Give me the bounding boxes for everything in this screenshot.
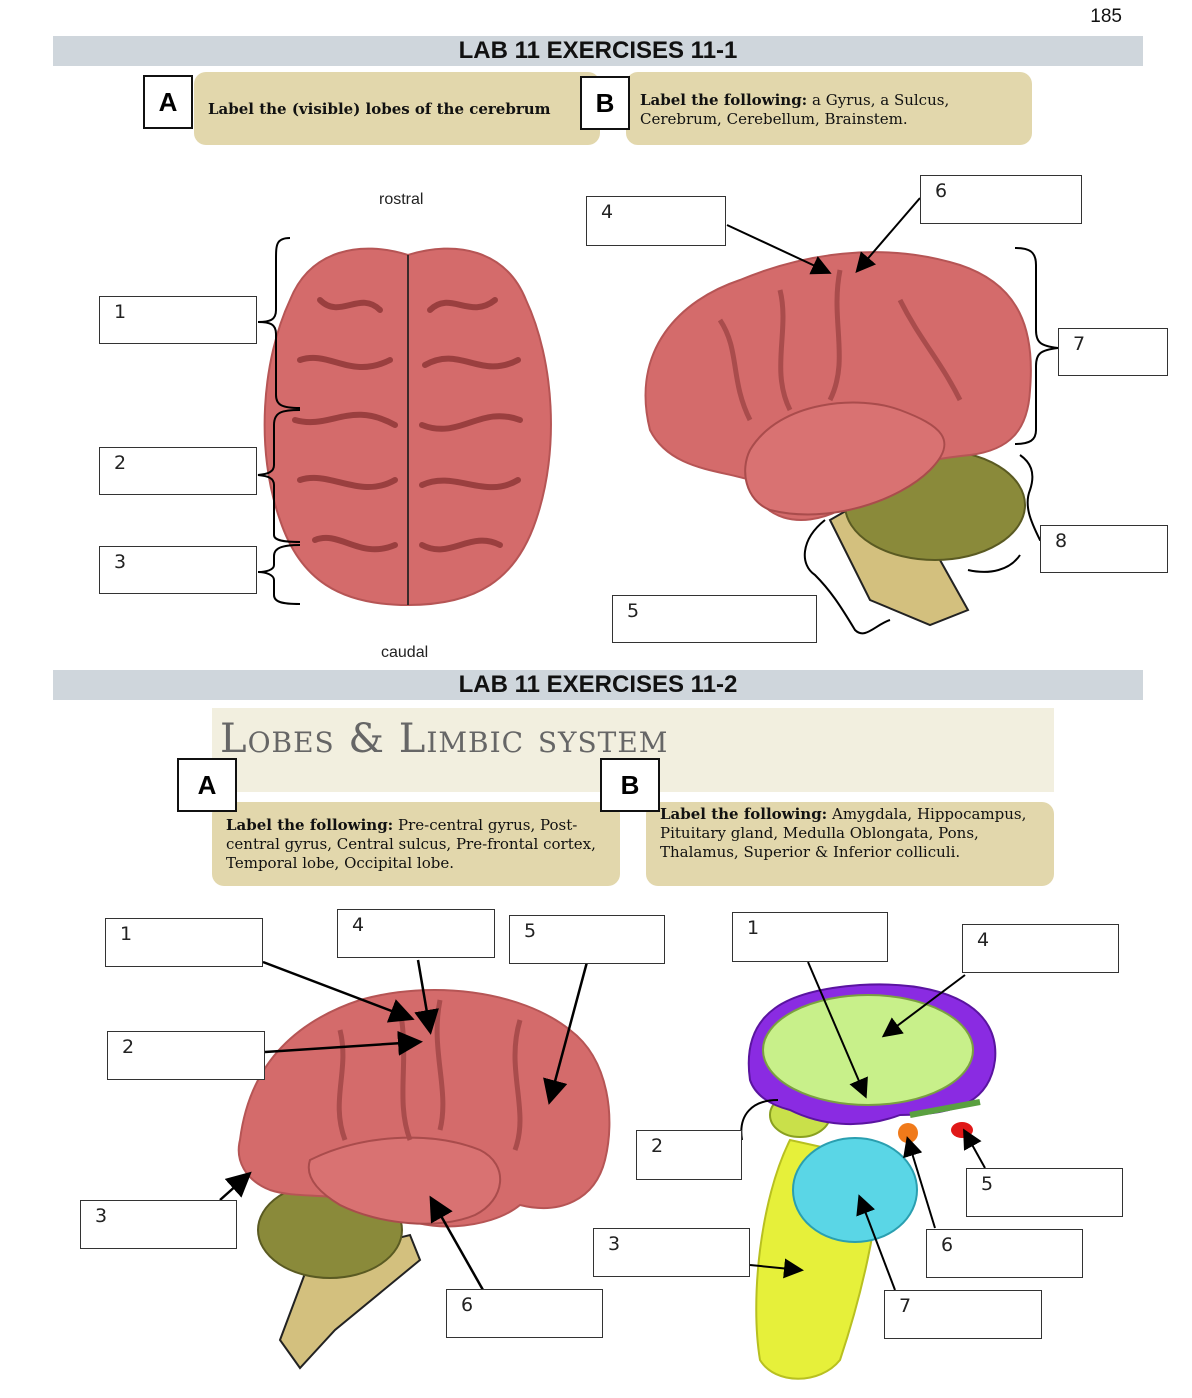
label-box-2a-2[interactable]: 2 [107,1031,265,1080]
label-box-1a-1[interactable]: 1 [99,296,257,344]
label-box-1b-6[interactable]: 6 [920,175,1082,224]
section-2-banner: LAB 11 EXERCISES 11-2 [53,670,1143,700]
part-b-instruction-2: Label the following: Amygdala, Hippocamp… [660,805,1040,862]
section-2-title: Lobes & Limbic system [220,716,669,762]
label-box-1a-2[interactable]: 2 [99,447,257,495]
part-b-instruction-box-1 [626,72,1032,145]
section-1-banner-text: LAB 11 EXERCISES 11-1 [458,37,738,64]
part-a-instruction-2-text: Pre-central gyrus, Post-central gyrus, C… [226,816,596,872]
brain-1-brackets [803,247,1059,635]
label-box-2a-1[interactable]: 1 [105,918,263,967]
part-b-instruction-1-text: a Gyrus, a Sulcus, Cerebrum, Cerebellum,… [640,91,950,128]
part-a-instruction-2-bold: Label the following: [226,816,394,834]
part-a-instruction-2: Label the following: Pre-central gyrus, … [226,816,606,873]
lobe-brackets [257,237,301,605]
part-a-instruction-1: Label the (visible) lobes of the cerebru… [208,100,551,118]
label-box-2b-4[interactable]: 4 [962,924,1119,973]
label-box-2b-3[interactable]: 3 [593,1228,750,1277]
brain-superior-view [263,247,552,607]
part-b-instruction-1-bold: Label the following: [640,91,808,109]
label-box-1b-4[interactable]: 4 [586,196,726,246]
part-b-instruction-box-2 [646,802,1054,886]
section-1-banner: LAB 11 EXERCISES 11-1 [53,36,1143,66]
part-a-letter-2: A [177,758,237,812]
label-box-2b-1[interactable]: 1 [732,912,888,962]
limbic-system-diagram [747,983,997,1380]
label-box-1b-5[interactable]: 5 [612,595,817,643]
label-box-2a-5[interactable]: 5 [509,915,665,964]
part-b-instruction-2-bold: Label the following: [660,805,828,823]
rostral-label: rostral [379,191,424,208]
brain-2-arrows [219,959,589,1291]
part-b-letter-1: B [580,76,630,130]
limbic-arrows [749,961,986,1291]
label-box-2b-2[interactable]: 2 [636,1130,742,1180]
part-a-instruction-box-2 [212,802,620,886]
label-box-2b-6[interactable]: 6 [926,1229,1083,1278]
part-b-letter-2: B [600,758,660,812]
caudal-label: caudal [381,644,429,661]
label-box-1a-3[interactable]: 3 [99,546,257,594]
brain-lateral-view-1 [644,251,1032,627]
part-a-letter-1: A [143,75,193,129]
label-box-1b-7[interactable]: 7 [1058,328,1168,376]
label-box-1b-8[interactable]: 8 [1040,525,1168,573]
part-b-instruction-1: Label the following: a Gyrus, a Sulcus, … [640,91,1020,129]
page-number: 185 [1090,6,1122,27]
label-box-2a-4[interactable]: 4 [337,909,495,958]
brain-1-arrows [726,197,921,275]
section-2-banner-text: LAB 11 EXERCISES 11-2 [458,671,738,698]
part-a-instruction-box-1 [194,72,600,145]
label-box-2b-5[interactable]: 5 [966,1168,1123,1217]
label-box-2a-6[interactable]: 6 [446,1289,603,1338]
label-box-2b-7[interactable]: 7 [884,1290,1042,1339]
part-b-instruction-2-text: Amygdala, Hippocampus, Pituitary gland, … [660,805,1027,861]
label-box-2a-3[interactable]: 3 [80,1200,237,1249]
